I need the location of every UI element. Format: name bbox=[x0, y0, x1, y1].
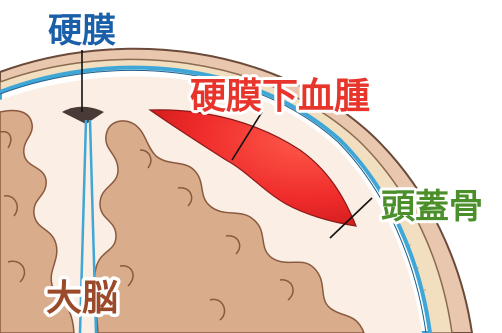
label-skull: 頭蓋骨 bbox=[381, 187, 483, 227]
label-dura: 硬膜 bbox=[48, 11, 116, 51]
label-cerebrum: 大脳 bbox=[46, 278, 118, 319]
label-subdural-hematoma: 硬膜下血腫 bbox=[190, 76, 370, 117]
